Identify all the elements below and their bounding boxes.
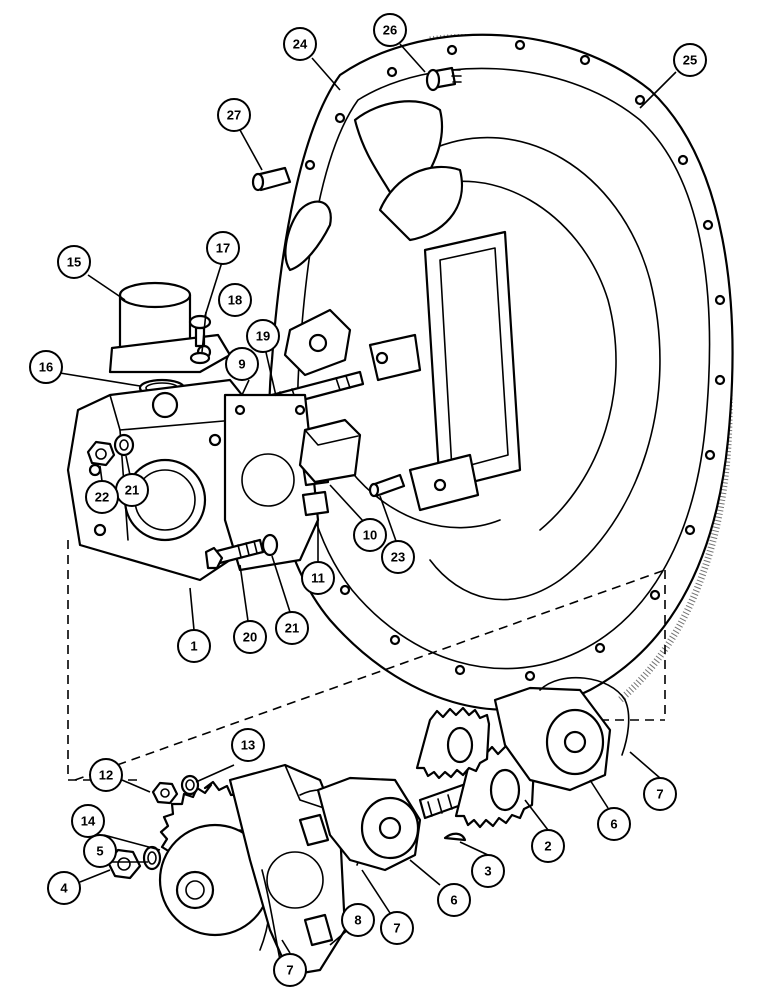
callout-4: 4: [47, 871, 81, 905]
callout-14: 14: [71, 804, 105, 838]
callout-7-middle: 7: [380, 911, 414, 945]
nut: [86, 440, 116, 467]
callout-1: 1: [177, 629, 211, 663]
callout-7-right: 7: [643, 777, 677, 811]
callout-12: 12: [89, 758, 123, 792]
callout-label: 24: [293, 37, 308, 52]
callout-label: 2: [544, 839, 551, 854]
callout-21-lower: 21: [275, 611, 309, 645]
callout-5: 5: [83, 834, 117, 868]
seal-strip-right: [539, 676, 630, 756]
callout-label: 16: [39, 360, 53, 375]
callout-label: 3: [484, 864, 491, 879]
callout-label: 20: [243, 630, 257, 645]
washer-lower: [261, 533, 279, 557]
callout-2: 2: [531, 829, 565, 863]
callout-22: 22: [85, 480, 119, 514]
callout-label: 6: [450, 893, 457, 908]
callout-label: 21: [285, 621, 299, 636]
callout-label: 1: [190, 639, 197, 654]
callout-10: 10: [353, 518, 387, 552]
callout-7-left: 7: [273, 953, 307, 987]
callout-label: 6: [610, 817, 617, 832]
callout-16: 16: [29, 350, 63, 384]
callout-24: 24: [283, 27, 317, 61]
callout-20: 20: [233, 620, 267, 654]
housing-screw: [425, 66, 462, 92]
callout-label: 21: [125, 483, 139, 498]
hex-bolt: [204, 538, 265, 570]
callout-label: 12: [99, 768, 113, 783]
bearing-block-right: [493, 686, 612, 792]
callout-6-right: 6: [597, 807, 631, 841]
callout-25: 25: [673, 43, 707, 77]
callout-label: 4: [60, 881, 68, 896]
callout-label: 26: [383, 23, 397, 38]
callout-label: 8: [354, 913, 361, 928]
flange-bolt-holes: [284, 39, 726, 682]
callout-8: 8: [341, 903, 375, 937]
callout-label: 13: [241, 738, 255, 753]
drive-gear: [158, 780, 272, 951]
callout-21-upper: 21: [115, 473, 149, 507]
washer-upper: [113, 433, 135, 457]
callout-11: 11: [301, 561, 335, 595]
pump-gears: [415, 706, 536, 829]
gear-washer: [142, 845, 162, 871]
callout-26: 26: [373, 13, 407, 47]
leader-lines: [59, 43, 677, 954]
housing-flange: [268, 33, 734, 711]
callout-label: 27: [227, 108, 241, 123]
callout-label: 18: [228, 293, 242, 308]
callout-9: 9: [225, 347, 259, 381]
callout-label: 5: [96, 844, 103, 859]
shaft-key: [443, 832, 467, 842]
cover-nut: [151, 781, 179, 805]
callout-label: 10: [363, 528, 377, 543]
gear-nut: [106, 848, 142, 880]
callout-label: 22: [95, 490, 109, 505]
roll-pin: [368, 473, 406, 498]
callout-label: 19: [256, 329, 270, 344]
callout-label: 14: [81, 814, 96, 829]
callout-6-left: 6: [437, 883, 471, 917]
callout-label: 15: [67, 255, 81, 270]
cover-washer: [180, 774, 200, 796]
spacer-block-lower: [301, 490, 330, 517]
callout-label: 7: [393, 921, 400, 936]
callout-13: 13: [231, 728, 265, 762]
callout-23: 23: [381, 540, 415, 574]
callout-18: 18: [218, 283, 252, 317]
pump-cover: [228, 763, 347, 977]
callout-label: 25: [683, 53, 697, 68]
cap-washer: [189, 351, 211, 365]
callout-3: 3: [471, 854, 505, 888]
callout-17: 17: [206, 231, 240, 265]
housing-block: [298, 418, 362, 484]
callout-label: 7: [656, 787, 663, 802]
callout-label: 23: [391, 550, 405, 565]
callout-15: 15: [57, 245, 91, 279]
seal-strip-left: [261, 869, 281, 961]
callout-label: 9: [238, 357, 245, 372]
pump-plate: [223, 393, 320, 572]
dowel-pin: [251, 166, 292, 192]
callout-27: 27: [217, 98, 251, 132]
callout-label: 7: [286, 963, 293, 978]
callout-label: 17: [216, 241, 230, 256]
bearing-block-left: [316, 776, 422, 872]
callout-label: 11: [311, 571, 325, 586]
callout-19: 19: [246, 319, 280, 353]
